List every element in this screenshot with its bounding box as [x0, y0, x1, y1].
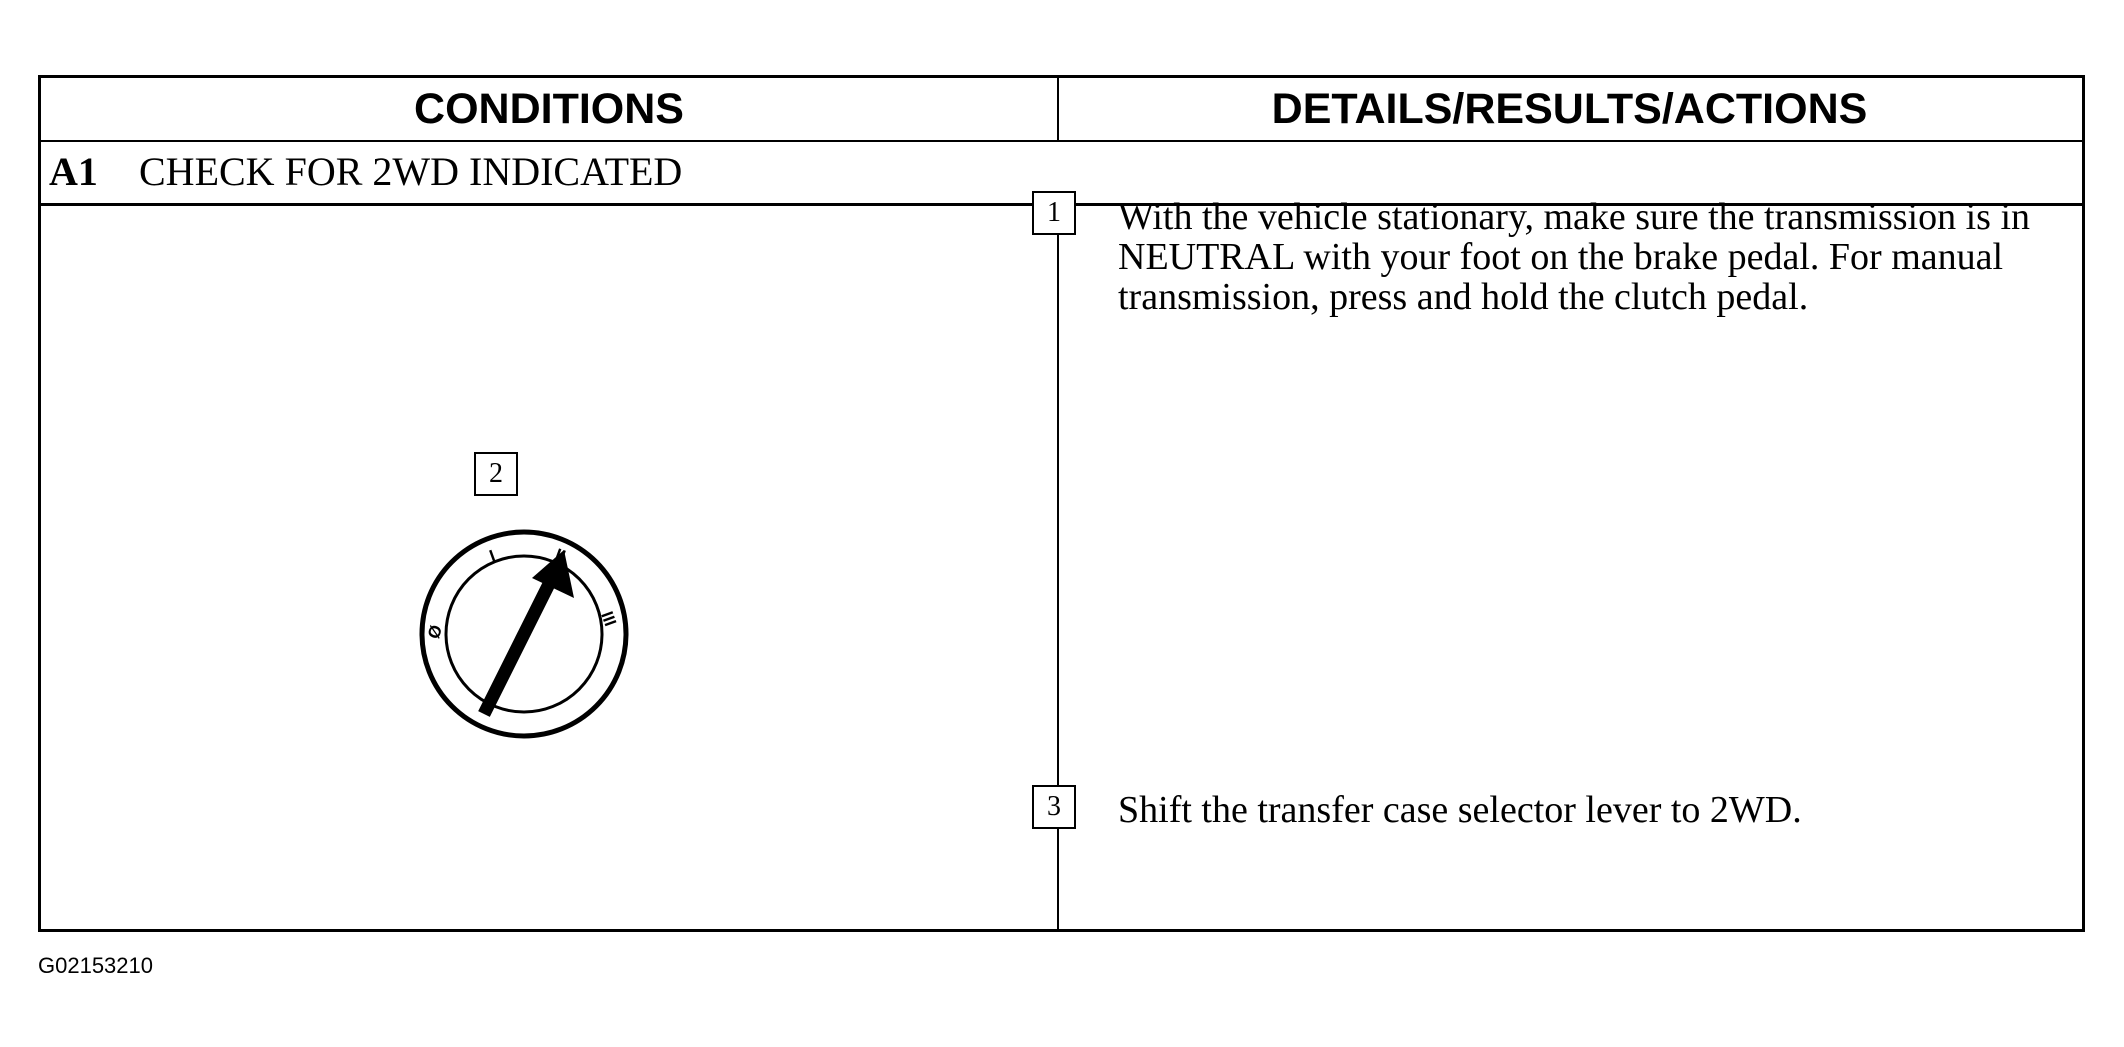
dial-inner-ring	[444, 554, 604, 714]
section-title: CHECK FOR 2WD INDICATED	[139, 149, 683, 194]
column-divider	[1057, 78, 1059, 140]
dial-mark: Ø	[424, 622, 446, 641]
dial-mark: III	[597, 609, 620, 629]
step-text: With the vehicle stationary, make sure t…	[1118, 196, 2031, 318]
step-number-box: 1	[1032, 191, 1076, 235]
step-number-box: 2	[474, 452, 518, 496]
conditions-table: CONDITIONS DETAILS/RESULTS/ACTIONS A1 CH…	[38, 75, 2085, 932]
section-title-row: A1 CHECK FOR 2WD INDICATED	[41, 140, 2082, 206]
dial-outer-ring	[419, 529, 629, 739]
step-text: Shift the transfer case selector lever t…	[1118, 789, 1802, 831]
dial-pointer-arrow-icon	[478, 550, 574, 717]
table-header-row: CONDITIONS DETAILS/RESULTS/ACTIONS	[41, 78, 2082, 142]
section-id: A1	[49, 149, 98, 194]
header-conditions: CONDITIONS	[414, 84, 684, 133]
dial-mark: I	[487, 546, 498, 565]
header-details: DETAILS/RESULTS/ACTIONS	[1271, 84, 1868, 133]
column-divider	[1057, 203, 1059, 929]
step-number-box: 3	[1032, 785, 1076, 829]
figure-id: G02153210	[38, 953, 153, 978]
transfer-case-selector-dial-icon: Ø I II III	[419, 529, 629, 739]
